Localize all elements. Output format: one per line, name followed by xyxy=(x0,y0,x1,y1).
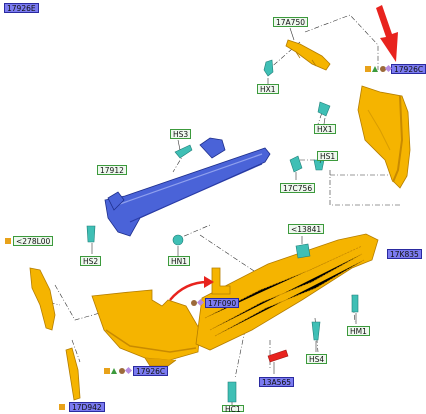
triangle-marker xyxy=(372,66,378,72)
circle-marker xyxy=(380,66,386,72)
square-marker xyxy=(365,66,371,72)
reinforcement-beam-17912[interactable] xyxy=(104,137,271,237)
clip-hs4[interactable] xyxy=(311,321,321,341)
label-hs4[interactable]: HS4 xyxy=(306,354,328,364)
square-marker xyxy=(104,368,110,374)
clip-hx1-mid[interactable] xyxy=(317,101,331,117)
label-13a565[interactable]: 13A565 xyxy=(259,377,294,387)
label-17926c-lower[interactable]: 17926C xyxy=(133,366,169,376)
label-278l00[interactable]: <278L00 xyxy=(13,236,54,246)
label-hs1[interactable]: HS1 xyxy=(317,151,339,161)
small-bracket-17d942[interactable] xyxy=(65,347,81,401)
label-17d942[interactable]: 17D942 xyxy=(69,402,105,412)
label-17k835[interactable]: 17K835 xyxy=(387,249,422,259)
left-side-bracket-278l00[interactable] xyxy=(29,267,56,331)
label-13841[interactable]: <13841 xyxy=(288,224,325,234)
label-17f090[interactable]: 17F090 xyxy=(205,298,240,308)
clip-13841[interactable] xyxy=(295,243,311,259)
left-corner-part-17926c[interactable] xyxy=(91,289,201,367)
nut-hn1[interactable] xyxy=(172,234,184,246)
bumper-step-17k835[interactable] xyxy=(195,233,379,351)
red-arrow-top-right xyxy=(376,5,398,62)
label-hx1-mid[interactable]: HX1 xyxy=(314,124,336,134)
triangle-marker xyxy=(111,368,117,374)
label-hn1[interactable]: HN1 xyxy=(168,256,191,266)
label-hm1[interactable]: HM1 xyxy=(347,326,370,336)
clip-17c756[interactable] xyxy=(289,155,303,173)
right-corner-part-17926c[interactable] xyxy=(357,85,411,189)
label-17926e[interactable]: 17926E xyxy=(4,3,39,13)
square-marker xyxy=(5,238,11,244)
circle-marker xyxy=(191,300,197,306)
label-17926c-upper[interactable]: 17926C xyxy=(391,64,426,74)
clip-hs2[interactable] xyxy=(86,225,96,243)
label-ticks xyxy=(91,27,357,406)
label-17a750[interactable]: 17A750 xyxy=(273,17,308,27)
clip-hc1[interactable] xyxy=(227,381,237,403)
circle-marker xyxy=(119,368,125,374)
fasteners xyxy=(86,59,359,403)
label-hc1[interactable]: HC1 xyxy=(222,405,244,414)
top-bracket-17a750[interactable] xyxy=(285,39,331,71)
square-marker xyxy=(59,404,65,410)
label-hs3[interactable]: HS3 xyxy=(170,129,192,139)
label-hx1-top[interactable]: HX1 xyxy=(257,84,279,94)
red-arrow-curved xyxy=(169,276,214,301)
sensor-13a565[interactable] xyxy=(267,349,289,363)
screw-hs3[interactable] xyxy=(174,144,193,159)
label-hs2[interactable]: HS2 xyxy=(80,256,102,266)
label-17912[interactable]: 17912 xyxy=(97,165,127,175)
label-17c756[interactable]: 17C756 xyxy=(280,183,316,193)
clip-hm1[interactable] xyxy=(351,294,359,313)
clip-hx1-top[interactable] xyxy=(263,59,274,77)
bracket-17f090[interactable] xyxy=(211,267,231,295)
